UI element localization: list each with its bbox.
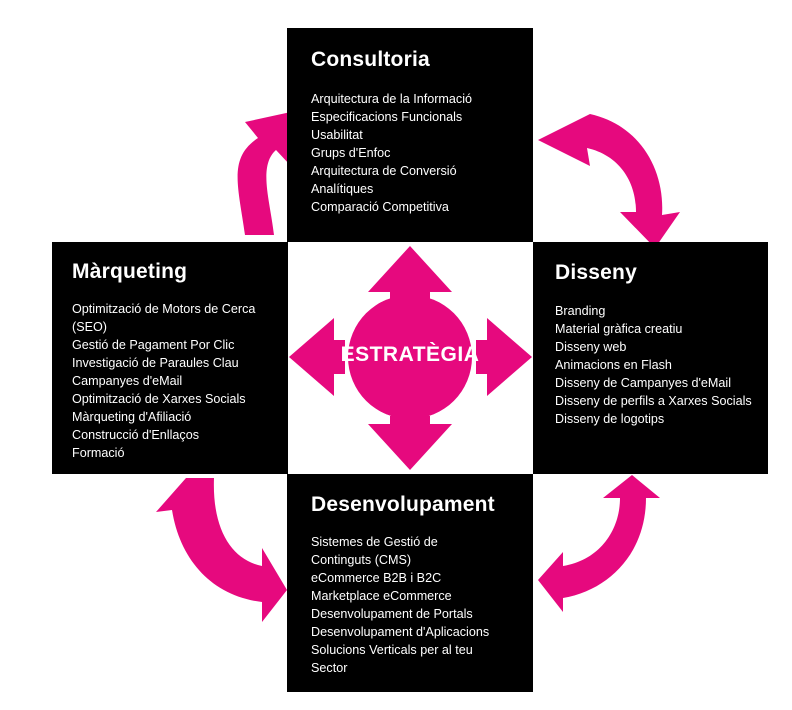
list-item: Desenvolupament d'Aplicacions [311,625,490,639]
list-item: Especificacions Funcionals [311,110,463,124]
list-item: Campanyes d'eMail [72,374,183,388]
marqueting-box: Màrqueting Optimització de Motors de Cer… [52,242,288,474]
curved-arrow-bottom-left [156,478,287,622]
curved-arrow-bottom-right [538,475,660,612]
disseny-title: Disseny [555,261,637,284]
list-item: Gestió de Pagament Por Clic [72,338,235,352]
curved-arrow-top-left [237,110,300,235]
list-item: Optimització de Motors de Cerca [72,302,256,316]
list-item: Disseny de Campanyes d'eMail [555,376,731,390]
strategy-label: ESTRATÈGIA [340,343,480,366]
desenvolupament-box: Desenvolupament Sistemes de Gestió de Co… [287,474,533,692]
strategy-shape [289,246,532,470]
list-item: Usabilitat [311,128,363,142]
list-item: Comparació Competitiva [311,200,449,214]
list-item: Arquitectura de Conversió [311,164,457,178]
list-item: (SEO) [72,320,107,334]
list-item: Material gràfica creatiu [555,322,683,336]
list-item: Continguts (CMS) [311,553,412,567]
consultoria-list: Arquitectura de la Informació Especifica… [311,90,533,216]
disseny-list: Branding Material gràfica creatiu Dissen… [555,302,768,428]
list-item: Construcció d'Enllaços [72,428,200,442]
list-item: Analítiques [311,182,374,196]
list-item: Sector [311,661,348,675]
list-item: Marketplace eCommerce [311,589,452,603]
list-item: Investigació de Paraules Clau [72,356,239,370]
disseny-box: Disseny Branding Material gràfica creati… [533,242,768,474]
marqueting-list: Optimització de Motors de Cerca (SEO) Ge… [72,300,288,462]
list-item: Grups d'Enfoc [311,146,391,160]
list-item: Arquitectura de la Informació [311,92,473,106]
list-item: Disseny de logotips [555,412,665,426]
list-item: Solucions Verticals per al teu [311,643,473,657]
list-item: eCommerce B2B i B2C [311,571,442,585]
list-item: Disseny web [555,340,627,354]
list-item: Optimització de Xarxes Socials [72,392,246,406]
desenvolupament-list: Sistemes de Gestió de Continguts (CMS) e… [311,533,533,677]
list-item: Disseny de perfils a Xarxes Socials [555,394,752,408]
consultoria-title: Consultoria [311,48,430,71]
list-item: Desenvolupament de Portals [311,607,473,621]
desenvolupament-title: Desenvolupament [311,493,495,516]
list-item: Formació [72,446,125,460]
curved-arrow-top-right [538,114,680,248]
marqueting-title: Màrqueting [72,260,188,283]
consultoria-box: Consultoria Arquitectura de la Informaci… [287,28,533,242]
list-item: Sistemes de Gestió de [311,535,438,549]
list-item: Màrqueting d'Afiliació [72,410,192,424]
list-item: Animacions en Flash [555,358,672,372]
list-item: Branding [555,304,606,318]
